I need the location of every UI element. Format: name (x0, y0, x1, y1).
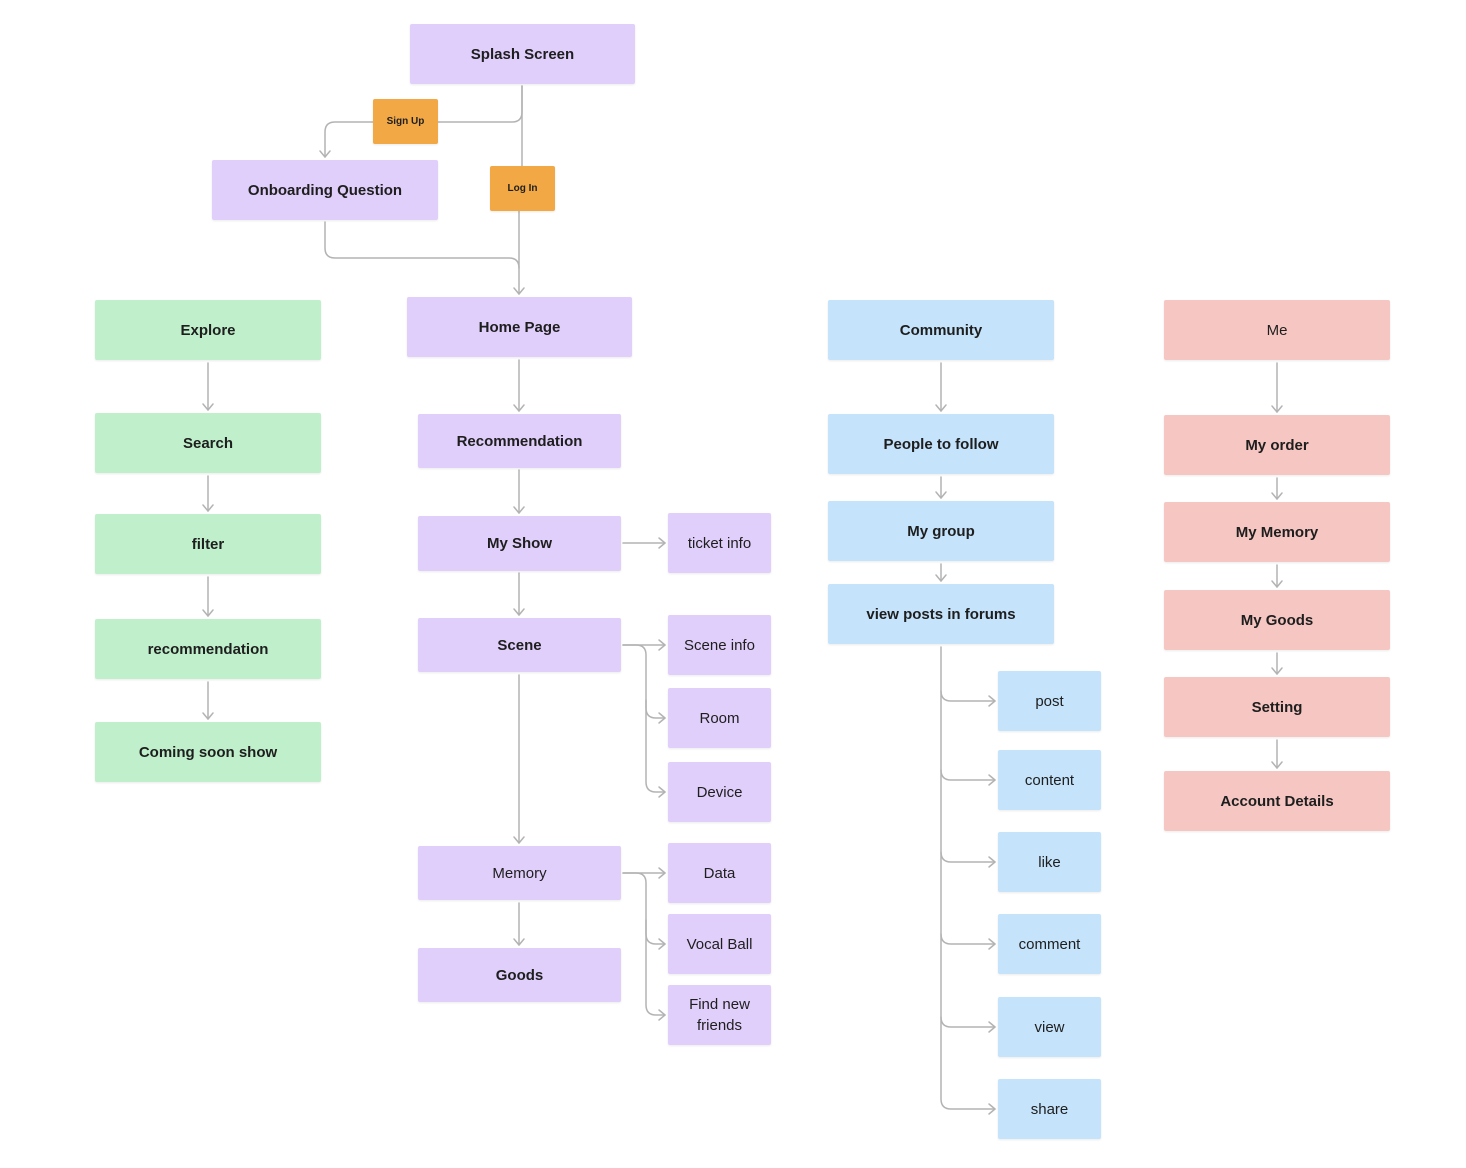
node-coming-soon-show[interactable]: Coming soon show (95, 722, 321, 782)
node-my-memory[interactable]: My Memory (1164, 502, 1390, 562)
connector-58 (1271, 405, 1283, 413)
connector-62 (1271, 580, 1283, 588)
connector-50 (988, 774, 996, 786)
node-room[interactable]: Room (668, 688, 771, 748)
node-home-page[interactable]: Home Page (407, 297, 632, 357)
connector-1 (324, 121, 374, 158)
node-share[interactable]: share (998, 1079, 1101, 1139)
connector-52 (988, 856, 996, 868)
node-my-group[interactable]: My group (828, 501, 1054, 561)
connector-42 (935, 491, 947, 499)
connector-30 (513, 938, 525, 946)
connector-44 (935, 574, 947, 582)
connector-24 (658, 867, 666, 879)
node-like[interactable]: like (998, 832, 1101, 892)
node-ticket-info[interactable]: ticket info (668, 513, 771, 573)
connector-51 (940, 851, 996, 863)
node-people-to-follow[interactable]: People to follow (828, 414, 1054, 474)
node-setting[interactable]: Setting (1164, 677, 1390, 737)
node-data[interactable]: Data (668, 843, 771, 903)
connector-49 (940, 769, 996, 781)
connector-8 (513, 404, 525, 412)
connector-27 (645, 919, 666, 1016)
node-onboarding-question[interactable]: Onboarding Question (212, 160, 438, 220)
connector-54 (988, 938, 996, 950)
connector-60 (1271, 492, 1283, 500)
node-filter[interactable]: filter (95, 514, 321, 574)
connector-38 (202, 712, 214, 720)
connector-0 (437, 85, 523, 123)
node-post[interactable]: post (998, 671, 1101, 731)
connector-46 (988, 1103, 996, 1115)
node-my-goods[interactable]: My Goods (1164, 590, 1390, 650)
node-scene-info[interactable]: Scene info (668, 615, 771, 675)
connector-28 (658, 1009, 666, 1021)
connector-25 (622, 872, 666, 945)
connector-26 (658, 938, 666, 950)
connector-40 (935, 404, 947, 412)
node-community[interactable]: Community (828, 300, 1054, 360)
connector-32 (202, 403, 214, 411)
connector-45 (940, 646, 996, 1110)
node-view-posts-in-forums[interactable]: view posts in forums (828, 584, 1054, 644)
node-recommendation[interactable]: Recommendation (418, 414, 621, 468)
connector-14 (513, 608, 525, 616)
connector-47 (940, 690, 996, 702)
node-explore-recommendation[interactable]: recommendation (95, 619, 321, 679)
connector-66 (1271, 761, 1283, 769)
node-find-new-friends[interactable]: Find new friends (668, 985, 771, 1045)
connector-19 (645, 699, 666, 793)
connector-34 (202, 504, 214, 512)
connector-48 (988, 695, 996, 707)
node-account-details[interactable]: Account Details (1164, 771, 1390, 831)
connector-2 (319, 150, 331, 158)
node-my-order[interactable]: My order (1164, 415, 1390, 475)
node-view[interactable]: view (998, 997, 1101, 1057)
node-splash-screen[interactable]: Splash Screen (410, 24, 635, 84)
node-log-in[interactable]: Log In (490, 166, 555, 211)
connector-6 (324, 221, 520, 269)
connector-36 (202, 609, 214, 617)
node-memory[interactable]: Memory (418, 846, 621, 900)
connector-22 (513, 836, 525, 844)
connector-18 (658, 712, 666, 724)
connector-53 (940, 933, 996, 945)
node-comment[interactable]: comment (998, 914, 1101, 974)
connector-10 (513, 506, 525, 514)
node-scene[interactable]: Scene (418, 618, 621, 672)
connector-55 (940, 1016, 996, 1028)
connector-20 (658, 786, 666, 798)
node-explore[interactable]: Explore (95, 300, 321, 360)
node-sign-up[interactable]: Sign Up (373, 99, 438, 144)
node-my-show[interactable]: My Show (418, 516, 621, 571)
connector-64 (1271, 667, 1283, 675)
node-me[interactable]: Me (1164, 300, 1390, 360)
connector-12 (658, 537, 666, 549)
node-search[interactable]: Search (95, 413, 321, 473)
connector-5 (513, 287, 525, 295)
node-vocal-ball[interactable]: Vocal Ball (668, 914, 771, 974)
node-goods[interactable]: Goods (418, 948, 621, 1002)
connector-17 (622, 644, 666, 719)
connector-16 (658, 639, 666, 651)
connector-56 (988, 1021, 996, 1033)
node-device[interactable]: Device (668, 762, 771, 822)
node-content[interactable]: content (998, 750, 1101, 810)
